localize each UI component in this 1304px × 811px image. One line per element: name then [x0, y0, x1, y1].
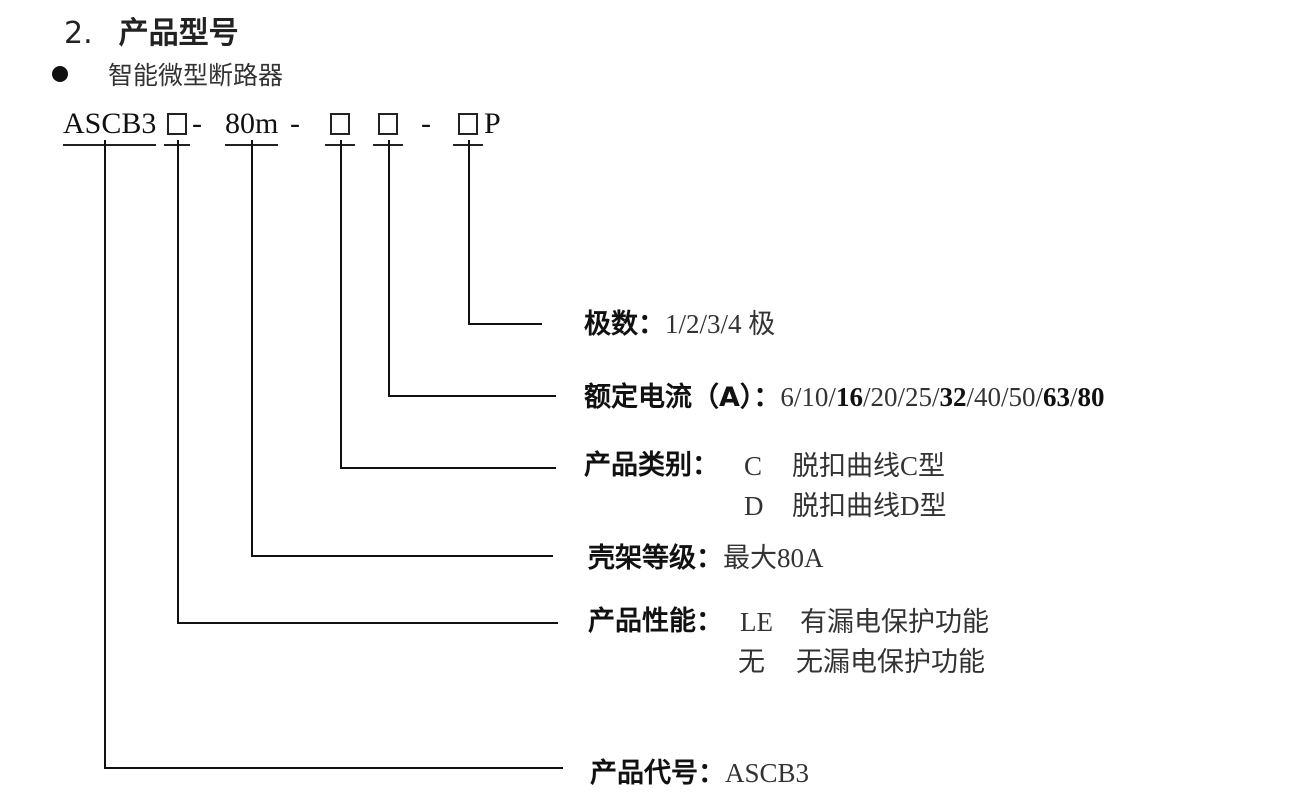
legend-label: 壳架等级：: [588, 543, 723, 574]
model-dash: -: [290, 107, 300, 140]
slot-box-icon: [378, 113, 398, 135]
legend-value: ASCB3: [725, 758, 810, 788]
model-suffix: P: [484, 107, 501, 140]
slot-box-icon: [458, 113, 478, 135]
performance-option-none: 无无漏电保护功能: [738, 647, 985, 677]
legend-poles: 极数：1/2/3/4 极: [584, 306, 775, 346]
legend-frame: 壳架等级：最大80A: [588, 540, 824, 580]
connector-poles-vertical: [468, 140, 470, 325]
bullet-text: 智能微型断路器: [108, 61, 284, 90]
connector-category-horizontal: [340, 467, 556, 469]
connector-current-vertical: [388, 140, 390, 397]
legend-label: 额定电流（A）：: [584, 382, 781, 413]
section-number: 2.: [64, 16, 93, 51]
slot-box-icon: [167, 113, 187, 135]
bullet-dot-icon: [52, 66, 68, 82]
connector-frame-horizontal: [251, 555, 553, 557]
model-dash: -: [192, 107, 202, 140]
model-prefix: ASCB3: [63, 104, 157, 146]
slot-box-icon: [330, 113, 350, 135]
legend-performance: 产品性能：: [588, 604, 723, 643]
legend-value: 1/2/3/4 极: [665, 309, 776, 339]
connector-category-vertical: [340, 140, 342, 469]
model-dash: -: [421, 107, 431, 140]
legend-label: 极数：: [584, 309, 665, 340]
connector-product-code-vertical: [104, 140, 106, 769]
section-title: 产品型号: [118, 16, 239, 51]
connector-performance-horizontal: [177, 622, 558, 624]
legend-label: 产品性能：: [588, 606, 723, 637]
legend-label: 产品代号：: [590, 758, 725, 789]
bullet-item: 智能微型断路器: [52, 56, 283, 92]
connector-performance-vertical: [177, 140, 179, 624]
section-heading: 2. 产品型号: [64, 8, 239, 52]
legend-label: 产品类别：: [584, 450, 719, 481]
connector-product-code-horizontal: [104, 767, 563, 769]
connector-frame-vertical: [251, 140, 253, 557]
connector-current-horizontal: [388, 395, 556, 397]
legend-value: 6/10/16/20/25/32/40/50/63/80: [780, 382, 1105, 412]
legend-category: 产品类别：: [584, 448, 719, 487]
legend-rated-current: 额定电流（A）：6/10/16/20/25/32/40/50/63/80: [584, 379, 1105, 419]
connector-poles-horizontal: [468, 323, 542, 325]
legend-product-code: 产品代号：ASCB3: [590, 755, 809, 795]
legend-value: 最大80A: [723, 543, 824, 573]
